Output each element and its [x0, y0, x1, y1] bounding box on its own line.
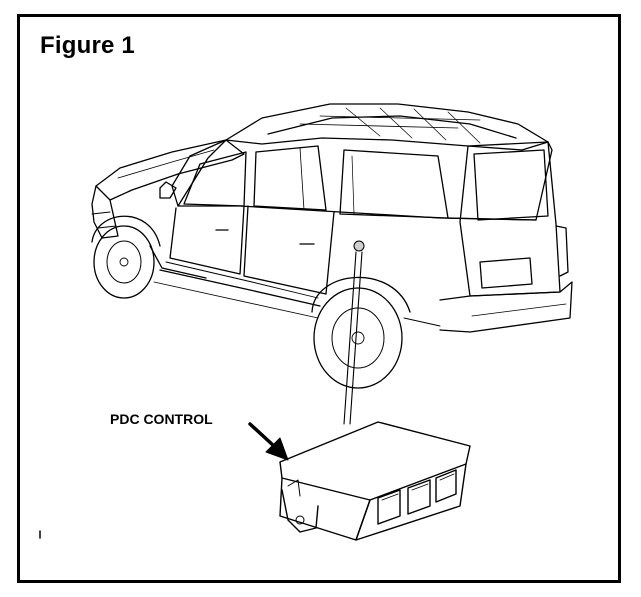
vehicle-roof	[225, 103, 549, 151]
rear-door	[243, 205, 335, 295]
license-plate	[479, 257, 533, 289]
vehicle-drawing	[91, 103, 573, 389]
roof-rail	[267, 115, 517, 139]
pdc-control-label: PDC CONTROL	[110, 411, 213, 427]
front-rim	[106, 240, 142, 284]
rear-window	[473, 149, 549, 221]
front-wheel-arch	[91, 215, 161, 247]
rear-wheel-arch	[311, 276, 411, 313]
figure-frame	[17, 14, 621, 583]
module-location-marker	[353, 240, 365, 252]
rear-tire	[313, 287, 403, 389]
figure-title: Figure 1	[40, 32, 135, 59]
body-lower	[149, 245, 207, 279]
body-beltline	[177, 205, 537, 221]
rear-quarter-window	[339, 149, 449, 219]
connector-1	[377, 489, 401, 525]
module-front-face	[279, 477, 371, 541]
body-sill	[159, 269, 321, 307]
tail-lamp	[555, 225, 569, 277]
rear-quarter	[447, 141, 553, 221]
windshield	[171, 139, 227, 207]
pdc-control-module	[279, 421, 471, 541]
callout-arrow	[248, 422, 289, 461]
front-door	[169, 205, 245, 275]
vehicle-front	[91, 185, 119, 239]
connector-2	[407, 479, 431, 515]
front-door-window	[183, 151, 247, 207]
side-mirror	[159, 181, 177, 199]
vehicle-hood	[95, 139, 245, 201]
leader-lines	[343, 251, 363, 425]
mounting-hole	[295, 515, 305, 525]
rear-door-window	[253, 145, 327, 211]
mounting-bracket	[281, 489, 319, 533]
module-side-face	[355, 463, 467, 541]
rear-bumper	[439, 281, 573, 333]
module-top-face	[279, 421, 471, 501]
front-tire	[93, 225, 155, 299]
connector-3	[435, 469, 457, 503]
